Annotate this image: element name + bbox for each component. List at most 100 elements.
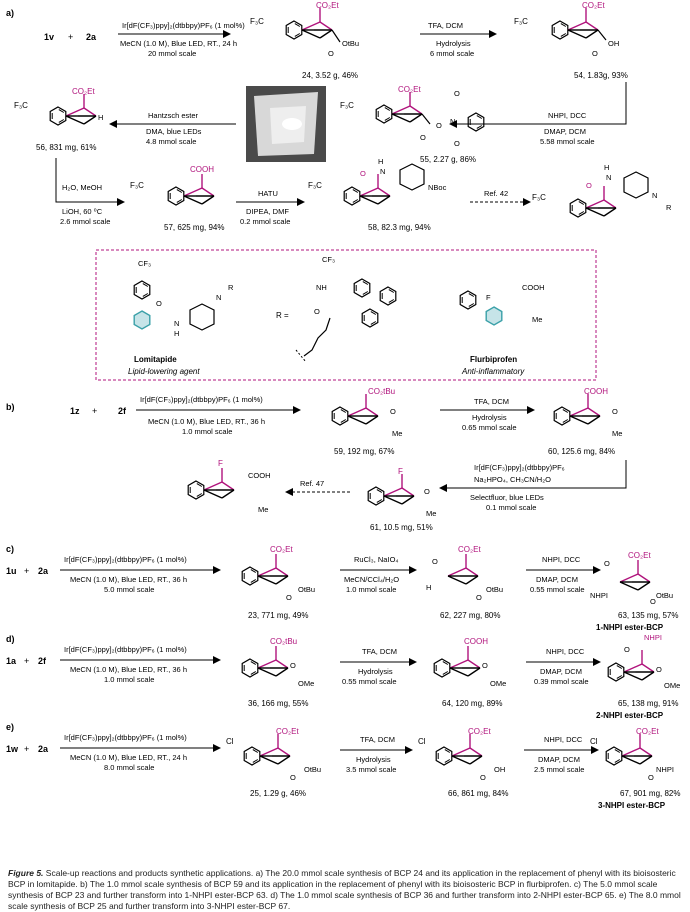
svg-text:F₃C: F₃C xyxy=(340,101,354,110)
svg-text:COOH: COOH xyxy=(522,283,545,292)
svg-text:N: N xyxy=(216,293,221,302)
compound-62-structure: O H CO₂Et O OtBu xyxy=(426,545,503,602)
svg-text:OH: OH xyxy=(608,39,619,48)
hantzsch-label: Hantzsch ester xyxy=(148,111,199,120)
svg-text:O: O xyxy=(612,407,618,416)
reactant-1a: 1a xyxy=(6,656,17,666)
r-group-structure: CF₃ NH O xyxy=(295,255,397,363)
svg-text:O: O xyxy=(656,665,662,674)
dmap-label: DMAP, DCM xyxy=(540,667,582,676)
product-55-label: 55, 2.27 g, 86% xyxy=(420,155,476,164)
svg-text:COOH: COOH xyxy=(248,471,271,480)
caption-figure-number: Figure 5. xyxy=(8,868,44,878)
compound-64-structure: COOH O OMe xyxy=(433,637,506,688)
compound-58-structure: F₃C O H N NBoc xyxy=(308,157,447,206)
svg-text:CO₂Et: CO₂Et xyxy=(316,1,339,10)
nhpi-label: NHPI, DCC xyxy=(544,735,583,744)
nhpi-label: NHPI, DCC xyxy=(546,647,585,656)
scale-label: 1.0 mmol scale xyxy=(104,675,154,684)
svg-text:NBoc: NBoc xyxy=(428,183,447,192)
solvent-label: MeCN/CCl₄/H₂O xyxy=(344,575,399,584)
compound-23-structure: CO₂Et O OtBu xyxy=(241,545,315,602)
scale-label: 0.2 mmol scale xyxy=(240,217,290,226)
compound-55-structure: F₃C CO₂Et O O N O O xyxy=(340,85,485,148)
compound-67-structure: Cl CO₂Et O NHPI xyxy=(590,727,674,782)
scale-label: 0.65 mmol scale xyxy=(462,423,517,432)
svg-text:N: N xyxy=(450,117,455,126)
catalyst-label: Ir[dF(CF₃)ppy]₂(dtbbpy)PF₆ (1 mol%) xyxy=(64,733,187,742)
svg-text:O: O xyxy=(604,559,610,568)
dmap-label: DMAP, DCM xyxy=(536,575,578,584)
connector-line xyxy=(439,460,627,492)
product-54-label: 54, 1.83g, 93% xyxy=(574,71,628,80)
plus-sign: + xyxy=(24,566,29,576)
scale-label: 2.5 mmol scale xyxy=(534,765,584,774)
svg-text:CF₃: CF₃ xyxy=(322,255,335,264)
product-36-label: 36, 166 mg, 55% xyxy=(248,699,308,708)
product-64-label: 64, 120 mg, 89% xyxy=(442,699,502,708)
conditions-label: MeCN (1.0 M), Blue LED, RT., 24 h xyxy=(120,39,237,48)
hatu-label: HATU xyxy=(258,189,278,198)
product-61-label: 61, 10.5 mg, 51% xyxy=(370,523,433,532)
svg-text:H: H xyxy=(426,583,431,592)
conditions-label: MeCN (1.0 M), Blue LED, RT., 36 h xyxy=(148,417,265,426)
svg-text:R: R xyxy=(228,283,234,292)
product-24-label: 24, 3.52 g, 46% xyxy=(302,71,358,80)
product-57-label: 57, 625 mg, 94% xyxy=(164,223,224,232)
reactant-2a: 2a xyxy=(38,744,49,754)
svg-text:CF₃: CF₃ xyxy=(138,259,151,268)
svg-text:CO₂Et: CO₂Et xyxy=(468,727,491,736)
compound-63-structure: O NHPI CO₂Et O OtBu xyxy=(590,551,673,606)
panel-label-a: a) xyxy=(6,8,14,18)
product-25-label: 25, 1.29 g, 46% xyxy=(250,789,306,798)
plus-sign: + xyxy=(68,32,73,42)
product-62-label: 62, 227 mg, 80% xyxy=(440,611,500,620)
svg-text:O: O xyxy=(360,169,366,178)
conditions-label: MeCN (1.0 M), Blue LED, RT., 36 h xyxy=(70,575,187,584)
svg-text:Cl: Cl xyxy=(590,737,598,746)
svg-text:OtBu: OtBu xyxy=(342,39,359,48)
svg-text:CO₂Et: CO₂Et xyxy=(636,727,659,736)
svg-text:F₃C: F₃C xyxy=(14,101,28,110)
scale-label: 0.1 mmol scale xyxy=(486,503,536,512)
flurbiprofen-name: Flurbiprofen xyxy=(470,355,517,364)
reactant-2a: 2a xyxy=(86,32,97,42)
compound-66-structure: Cl CO₂Et O OH xyxy=(418,727,505,782)
svg-text:O: O xyxy=(482,661,488,670)
compound-65-structure: O NHPI O OMe xyxy=(607,633,680,690)
svg-text:O: O xyxy=(290,773,296,782)
svg-text:COOH: COOH xyxy=(464,637,488,646)
scale-label: 1.0 mmol scale xyxy=(182,427,232,436)
svg-text:NHPI: NHPI xyxy=(590,591,608,600)
svg-text:F₃C: F₃C xyxy=(532,193,546,202)
svg-text:OMe: OMe xyxy=(664,681,680,690)
reactant-2f: 2f xyxy=(118,406,127,416)
svg-text:OMe: OMe xyxy=(298,679,314,688)
svg-text:O: O xyxy=(592,49,598,58)
svg-text:F₃C: F₃C xyxy=(514,17,528,26)
product-58-label: 58, 82.3 mg, 94% xyxy=(368,223,431,232)
svg-text:O: O xyxy=(424,487,430,496)
scale-label: 2.6 mmol scale xyxy=(60,217,110,226)
svg-text:F: F xyxy=(486,293,491,302)
product-65-label: 65, 138 mg, 91% xyxy=(618,699,678,708)
lomitapide-structure: CF₃ O N H N R xyxy=(133,259,234,338)
svg-text:O: O xyxy=(476,593,482,602)
compound-57-structure: F₃C COOH xyxy=(130,165,215,206)
scale-label: 20 mmol scale xyxy=(148,49,196,58)
svg-text:Me: Me xyxy=(426,509,436,518)
product-59-label: 59, 192 mg, 67% xyxy=(334,447,394,456)
scale-label: 3.5 mmol scale xyxy=(346,765,396,774)
dma-label: DMA, blue LEDs xyxy=(146,127,202,136)
svg-text:O: O xyxy=(648,773,654,782)
catalyst-label: Ir[dF(CF₃)ppy]₂(dtbbpy)PF₆ (1 mol%) xyxy=(140,395,263,404)
conditions-label: MeCN (1.0 M), Blue LED, RT., 24 h xyxy=(70,753,187,762)
plus-sign: + xyxy=(24,744,29,754)
rucl3-label: RuCl₃, NaIO₄ xyxy=(354,555,398,564)
panel-label-d: d) xyxy=(6,634,15,644)
svg-text:O: O xyxy=(314,307,320,316)
product-photo xyxy=(246,86,326,162)
na2hpo4-label: Na₂HPO₄, CH₃CN/H₂O xyxy=(474,475,551,484)
connector-line xyxy=(449,82,627,128)
svg-text:O: O xyxy=(432,557,438,566)
